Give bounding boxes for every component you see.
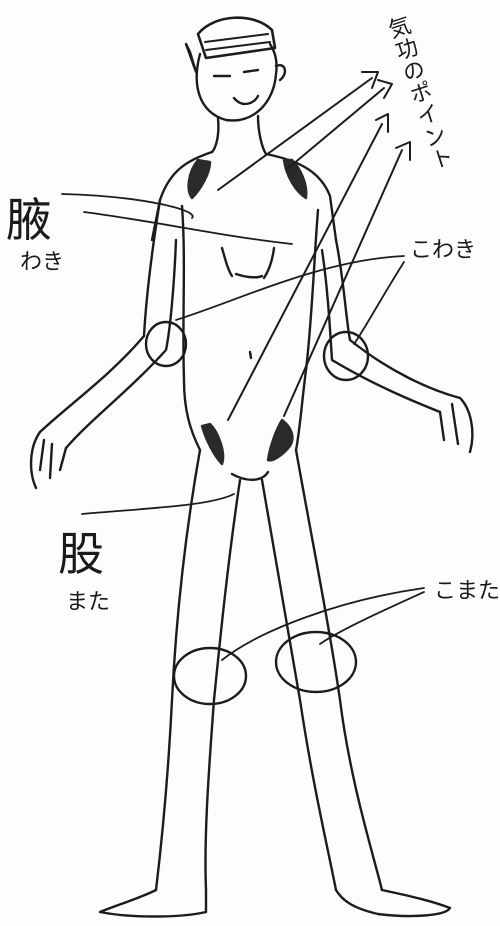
neck-right [258, 116, 266, 154]
marker-circle-left-knee [174, 648, 246, 704]
mouth-smile [234, 96, 258, 104]
torso-left [182, 206, 200, 450]
neck-left [212, 118, 218, 152]
label-crotch-kanji: 股 [58, 530, 104, 578]
headband-stripes [205, 34, 270, 50]
leg-right-inner [262, 480, 336, 890]
marker-armpit-left [189, 160, 210, 198]
arrow-head-2 [378, 80, 392, 98]
navel [250, 352, 251, 358]
arm-left-inner [66, 240, 176, 448]
crotch-line [232, 472, 268, 480]
leader-armpit-1 [62, 194, 193, 218]
marker-groin-right [268, 420, 292, 460]
hand-left [31, 432, 66, 488]
chest-lines [222, 248, 274, 278]
marker-groin-left [202, 424, 223, 464]
label-armpit-kana: わき [20, 250, 64, 276]
leader-armpit-2 [84, 212, 292, 244]
leader-small-armpit-1 [176, 256, 404, 320]
arm-right-inner [322, 250, 440, 412]
shoulder-right [266, 154, 336, 240]
leader-crotch [82, 494, 234, 514]
leg-left-outer [156, 450, 200, 890]
label-crotch-kana: また [66, 590, 110, 616]
leg-right-outer [296, 450, 382, 890]
leader-small-armpit-2 [354, 262, 404, 344]
torso-right [296, 210, 318, 450]
leg-left-inner [205, 480, 240, 890]
label-small-armpit: こわき [410, 232, 476, 264]
label-small-crotch: こまた [434, 573, 500, 605]
foot-left [100, 890, 206, 917]
label-armpit-kanji: 腋 [6, 196, 52, 244]
arrow-head-3 [376, 114, 388, 132]
foot-right [336, 890, 450, 916]
hair-left [186, 44, 196, 72]
hand-right [440, 398, 472, 452]
eye-right [244, 70, 258, 72]
arm-left-outer [40, 200, 160, 432]
marker-circle-right-knee [276, 632, 356, 692]
head-outline [197, 44, 277, 120]
